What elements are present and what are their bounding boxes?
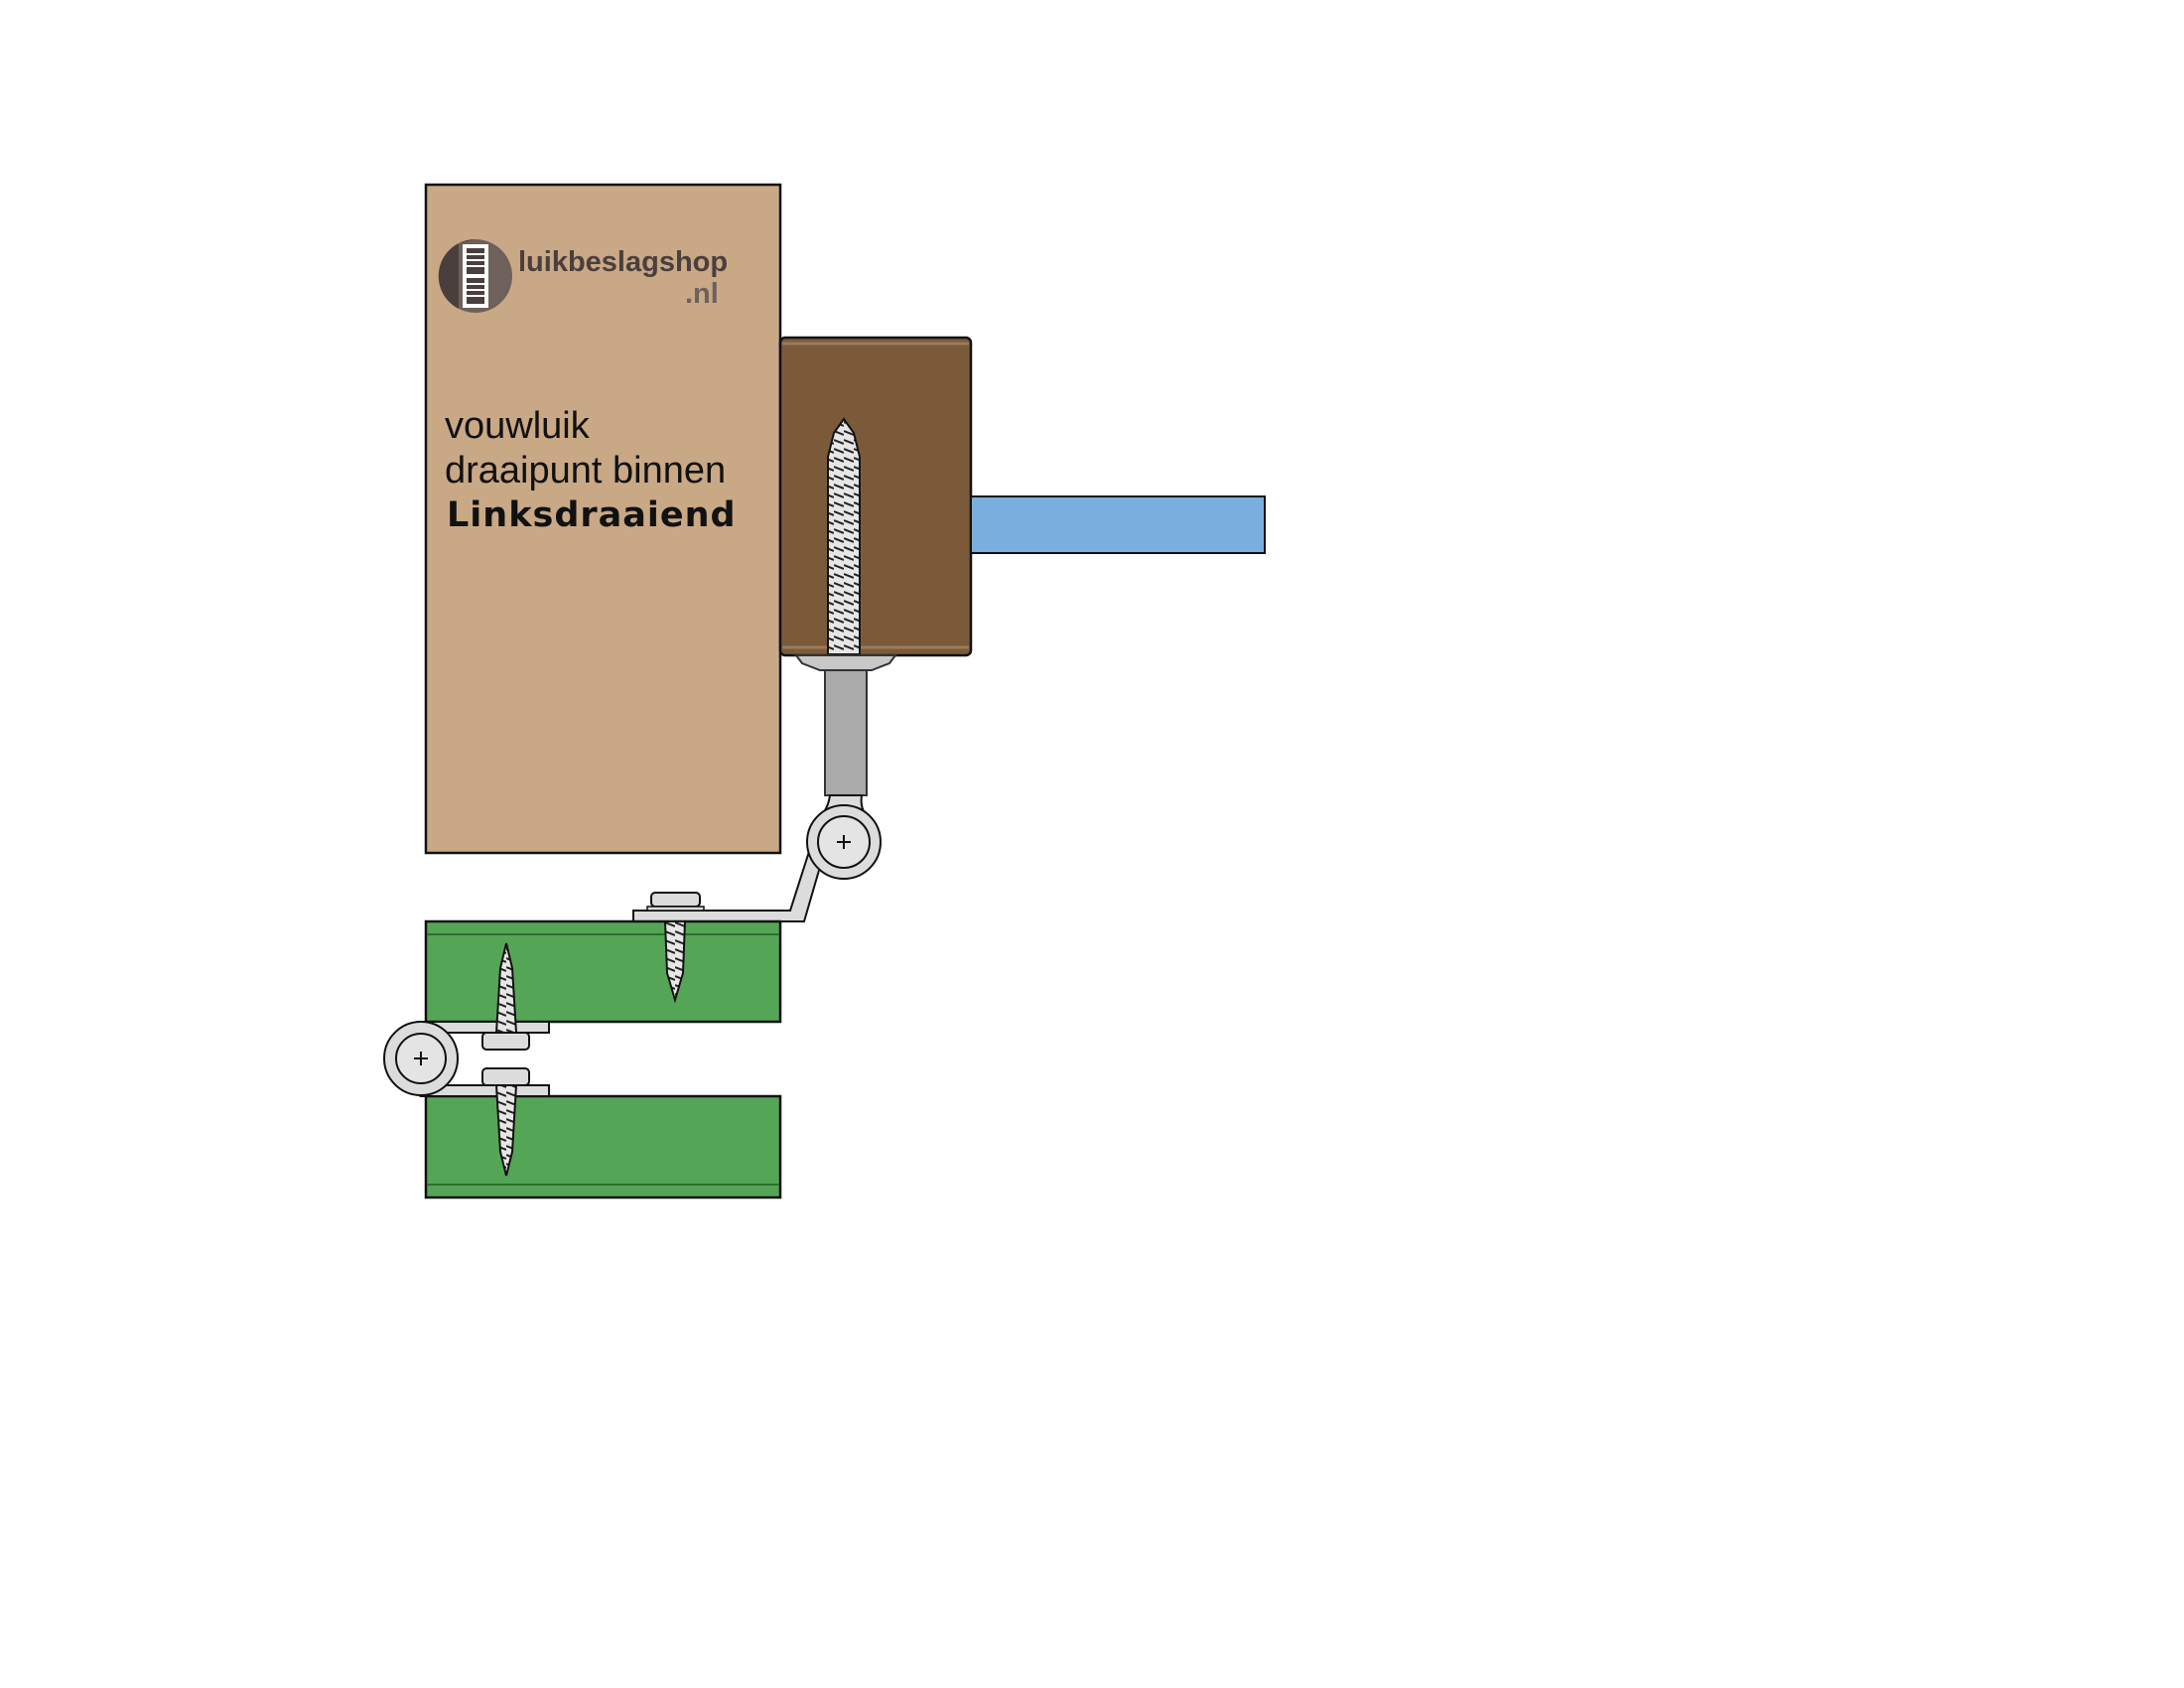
label-type: vouwluik: [445, 405, 590, 447]
wood-screw: [663, 920, 687, 1004]
window-pane: [970, 495, 1266, 554]
washer: [794, 654, 897, 671]
wooden-post: [778, 336, 973, 657]
pivot-eye-lower: [383, 1021, 459, 1096]
logo-icon: [438, 238, 512, 313]
pin-rod: [824, 669, 868, 796]
wood-screw: [494, 1084, 518, 1177]
shutter-panel-1: [424, 919, 782, 1024]
lag-screw: [827, 417, 861, 655]
shutter-panel-2: [424, 1094, 782, 1199]
label-direction: Linksdraaiend: [447, 495, 737, 535]
label-pivot: draaipunt binnen: [445, 450, 727, 492]
logo-name: luikbeslagshop: [518, 246, 729, 278]
pivot-eye-upper: [806, 804, 882, 880]
logo-tld: .nl: [685, 278, 719, 310]
